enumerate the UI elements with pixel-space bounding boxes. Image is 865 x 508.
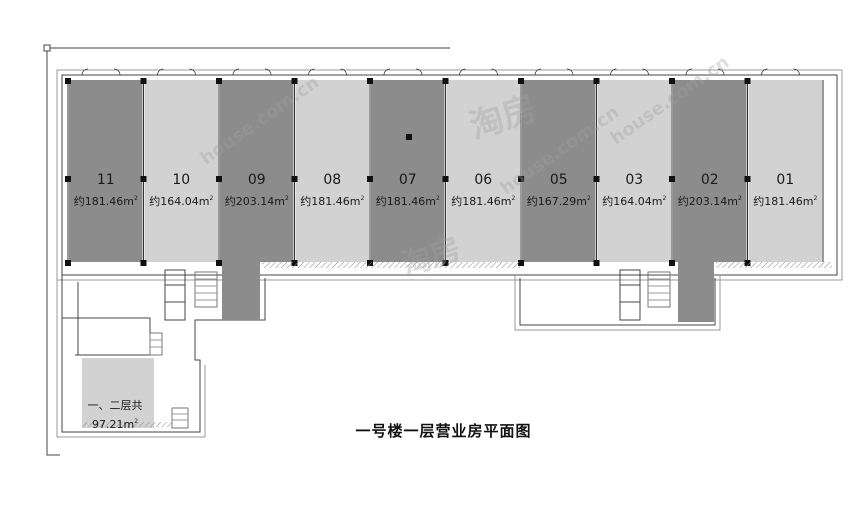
hatched-strip-left	[262, 262, 520, 268]
column	[216, 260, 222, 266]
unit-number: 10	[172, 172, 191, 188]
column	[367, 176, 373, 182]
window-mark	[534, 68, 574, 76]
unit-05-fill	[522, 80, 596, 262]
small-shop-fill-lower	[82, 390, 154, 428]
unit-09-extension	[222, 262, 260, 320]
window-mark	[232, 68, 272, 76]
column	[367, 78, 373, 84]
unit-number: 03	[625, 172, 644, 188]
column	[65, 78, 71, 84]
column	[744, 78, 751, 84]
window-mark	[685, 68, 725, 76]
column	[593, 260, 600, 266]
unit-02-fill	[673, 80, 747, 262]
unit-area: 约181.46m2	[753, 195, 818, 208]
unit-area: 约203.14m2	[224, 195, 289, 208]
plan-title: 一号楼一层营业房平面图	[355, 422, 532, 440]
column	[593, 78, 600, 84]
column	[518, 176, 524, 182]
unit-05: 05 约167.29m2	[521, 80, 597, 262]
column	[140, 176, 147, 182]
column	[291, 176, 298, 182]
column	[518, 260, 524, 266]
unit-area: 约181.46m2	[451, 195, 516, 208]
window-mark	[383, 68, 423, 76]
unit-fills	[67, 80, 824, 262]
column	[744, 176, 751, 182]
unit-03: 03 约164.04m2	[597, 80, 673, 262]
unit-area: 约181.46m2	[73, 195, 138, 208]
unit-07-fill	[371, 80, 445, 262]
column	[216, 176, 222, 182]
unit-01-fill	[748, 80, 822, 262]
column	[65, 260, 71, 266]
unit-number: 11	[96, 172, 115, 188]
column	[442, 176, 449, 182]
small-shop-name: 一、二层共	[87, 399, 143, 412]
unit-02: 02 约203.14m2	[672, 80, 748, 262]
column	[140, 260, 147, 266]
column	[669, 78, 675, 84]
column	[669, 260, 675, 266]
unit-03-fill	[597, 80, 671, 262]
column	[593, 176, 600, 182]
window-mark	[308, 68, 347, 76]
unit-09: 09 约203.14m2	[219, 80, 295, 262]
column	[518, 78, 524, 84]
hatched-strip-shop	[82, 422, 172, 427]
unit-area: 约181.46m2	[300, 195, 365, 208]
column	[291, 78, 298, 84]
small-shop-label: 一、二层共 97.21m2	[80, 398, 150, 433]
unit-01: 01 约181.46m2	[748, 80, 824, 262]
column	[669, 176, 675, 182]
unit-number: 06	[474, 172, 493, 188]
window-marks	[81, 68, 800, 76]
hatched-strip-right	[716, 262, 832, 268]
unit-number: 02	[700, 172, 719, 188]
column	[216, 78, 222, 84]
unit-10-fill	[144, 80, 218, 262]
window-mark	[761, 68, 800, 76]
unit-number: 05	[549, 172, 568, 188]
window-mark	[459, 68, 498, 76]
unit-area: 约167.29m2	[526, 195, 591, 208]
small-shop-fill	[82, 358, 154, 390]
unit-area: 约164.04m2	[149, 195, 214, 208]
unit-number: 07	[398, 172, 417, 188]
column	[140, 78, 147, 84]
column	[406, 134, 412, 140]
unit-area: 约203.14m2	[677, 195, 742, 208]
window-mark	[81, 68, 121, 76]
unit-number: 09	[247, 172, 266, 188]
unit-06: 06 约181.46m2	[446, 80, 522, 262]
unit-06-fill	[446, 80, 520, 262]
unit-number: 08	[323, 172, 342, 188]
column	[65, 176, 71, 182]
unit-09-fill	[220, 80, 294, 262]
unit-number: 01	[776, 172, 795, 188]
unit-07: 07 约181.46m2	[370, 80, 446, 262]
window-mark	[157, 68, 196, 76]
window-mark	[610, 68, 649, 76]
unit-08: 08 约181.46m2	[295, 80, 371, 262]
column	[442, 78, 449, 84]
unit-11-fill	[69, 80, 143, 262]
small-shop-area: 97.21m2	[91, 418, 139, 431]
unit-area: 约164.04m2	[602, 195, 667, 208]
unit-02-extension	[678, 262, 714, 322]
unit-11: 11 约181.46m2	[68, 80, 144, 262]
unit-area: 约181.46m2	[375, 195, 440, 208]
unit-10: 10 约164.04m2	[144, 80, 220, 262]
unit-08-fill	[295, 80, 369, 262]
